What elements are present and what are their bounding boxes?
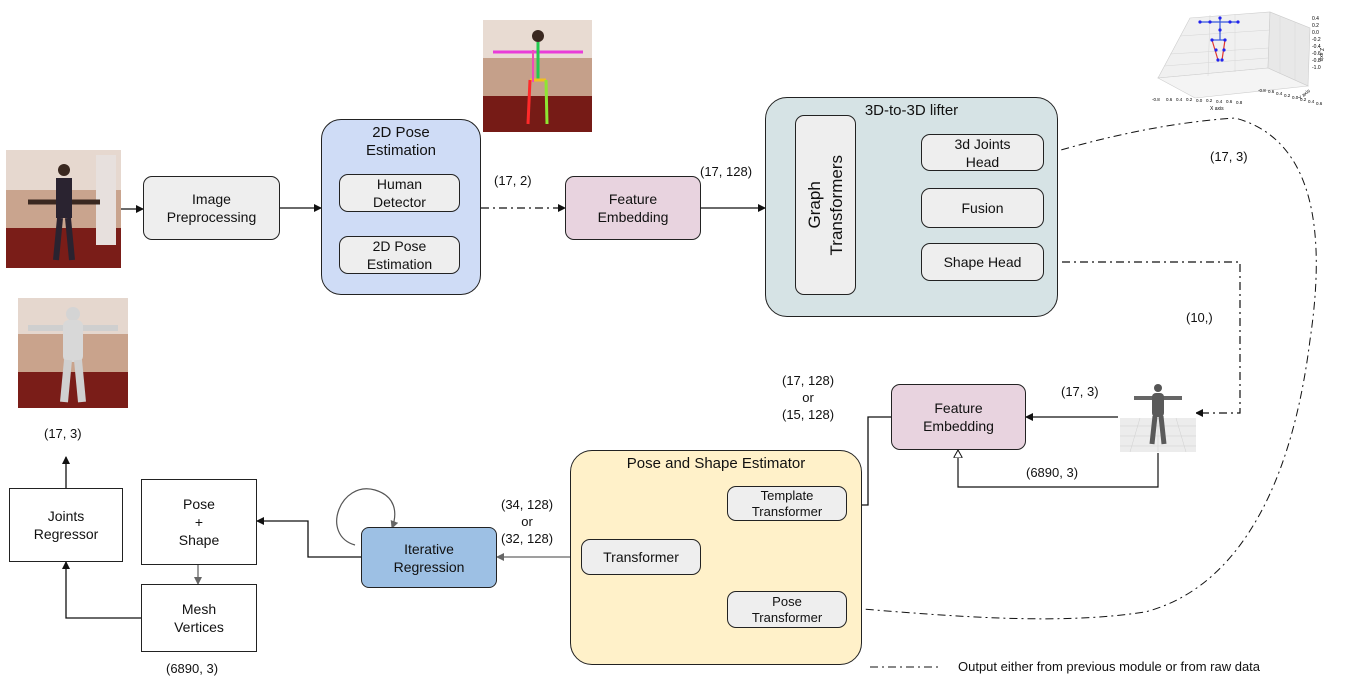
joints-head-box: 3d Joints Head — [921, 134, 1044, 171]
input-photo — [6, 150, 121, 268]
legend-dashdot-label: Output either from previous module or fr… — [958, 659, 1261, 674]
label-estimator-out: (34, 128) or (32, 128) — [501, 497, 554, 546]
plot-x-tick-2: 0.6 — [1166, 97, 1173, 102]
plot-x-tick-9: 0.8 — [1236, 100, 1243, 105]
pose-2d-box: 2D Pose Estimation — [339, 236, 460, 274]
plot-z-tick-6: -0.6 — [1312, 51, 1321, 57]
transformer-box: Transformer — [581, 539, 701, 575]
body-template-image — [1120, 380, 1196, 452]
joints-head-label: 3d Joints Head — [954, 135, 1011, 170]
edge-iterative-loop — [336, 488, 399, 546]
label-pose2d-out: (17, 2) — [494, 173, 532, 188]
label-template-joints: (17, 3) — [1061, 384, 1099, 399]
plot-x-tick-8: 0.6 — [1226, 99, 1233, 104]
iterative-regression-box: Iterative Regression — [361, 527, 497, 588]
label-embed-bottom-out: (17, 128) or (15, 128) — [782, 373, 835, 422]
label-embed-out: (17, 128) — [700, 164, 753, 179]
joints-regressor-label: Joints Regressor — [33, 508, 99, 542]
plot-z-tick-2: 0.2 — [1312, 23, 1319, 29]
label-final-joints: (17, 3) — [44, 426, 82, 441]
image-preprocessing-label: Image Preprocessing — [166, 191, 257, 225]
plot-x-tick-4: 0.2 — [1186, 97, 1193, 102]
pose-transformer-label: Pose Transformer — [751, 593, 823, 625]
edge-regression-to-pose — [256, 517, 361, 558]
pose-shape-box: Pose + Shape — [141, 479, 257, 565]
graph-transformers-label: Graph Transformers — [804, 154, 846, 256]
human-detector-label: Human Detector — [373, 176, 426, 210]
plot-y-tick-8: 0.6 — [1316, 101, 1323, 106]
plot-y-tick-6: 0.2 — [1300, 97, 1307, 102]
plot-x-tick-3: 0.4 — [1176, 97, 1183, 102]
lifter-group-title: 3D-to-3D lifter — [864, 102, 959, 119]
plot-y-tick-3: 0.4 — [1276, 91, 1283, 96]
plot-x-tick-1: -0.8 — [1152, 97, 1160, 102]
image-preprocessing-box: Image Preprocessing — [143, 176, 280, 240]
estimator-group-title: Pose and Shape Estimator — [626, 455, 806, 472]
label-final-mesh: (6890, 3) — [166, 661, 219, 676]
label-shape-out: (10,) — [1186, 310, 1213, 325]
feature-embedding-bottom-box: Feature Embedding — [891, 384, 1026, 450]
plot-x-tick-5: 0.0 — [1196, 98, 1203, 103]
edge-shape-output — [1044, 261, 1241, 417]
pose-estimation-group-title: 2D Pose Estimation — [365, 124, 437, 159]
pose-transformer-box: Pose Transformer — [727, 591, 847, 628]
plot-z-tick-1: 0.4 — [1312, 16, 1319, 22]
plot-z-tick-7: -0.8 — [1312, 58, 1321, 64]
plot-x-tick-7: 0.4 — [1216, 99, 1223, 104]
skeleton-3d-plot: 0.4 0.2 0.0 -0.2 -0.4 -0.6 -0.8 -1.0 X a… — [1150, 8, 1325, 113]
fusion-label: Fusion — [961, 200, 1004, 216]
shape-head-box: Shape Head — [921, 243, 1044, 281]
pose-shape-label: Pose + Shape — [178, 496, 220, 548]
edge-mesh-to-regressor — [62, 561, 141, 619]
feature-embedding-top-box: Feature Embedding — [565, 176, 701, 240]
plot-y-tick-5: 0.0 — [1292, 95, 1299, 100]
pose-2d-label: 2D Pose Estimation — [366, 238, 433, 272]
label-joints3d-out: (17, 3) — [1210, 149, 1248, 164]
feature-embedding-top-label: Feature Embedding — [597, 191, 669, 225]
plot-y-tick-2: 0.6 — [1268, 89, 1275, 94]
plot-y-tick-7: 0.4 — [1308, 99, 1315, 104]
mesh-vertices-label: Mesh Vertices — [174, 601, 224, 635]
mesh-vertices-box: Mesh Vertices — [141, 584, 257, 652]
iterative-regression-label: Iterative Regression — [393, 540, 465, 575]
plot-z-tick-5: -0.4 — [1312, 44, 1321, 50]
feature-embedding-bottom-label: Feature Embedding — [923, 400, 994, 434]
plot-y-tick-4: 0.2 — [1284, 93, 1291, 98]
human-detector-box: Human Detector — [339, 174, 460, 212]
plot-z-tick-8: -1.0 — [1312, 65, 1321, 71]
graph-transformers-box: Graph Transformers — [795, 115, 856, 295]
keypoints-photo — [483, 20, 592, 132]
output-mesh-photo — [18, 298, 128, 408]
plot-x-tick-6: 0.2 — [1206, 98, 1213, 103]
joints-regressor-box: Joints Regressor — [9, 488, 123, 562]
shape-head-label: Shape Head — [943, 254, 1022, 270]
plot-z-label: Z axis — [1318, 48, 1324, 62]
transformer-label: Transformer — [603, 549, 679, 565]
label-template-mesh: (6890, 3) — [1026, 465, 1079, 480]
plot-z-tick-3: 0.0 — [1312, 30, 1319, 36]
plot-x-label: X axis — [1210, 106, 1224, 112]
template-transformer-label: Template Transformer — [751, 487, 823, 519]
plot-z-tick-4: -0.2 — [1312, 37, 1321, 43]
edge-template-mesh — [958, 450, 1159, 488]
template-transformer-box: Template Transformer — [727, 486, 847, 521]
edge-joints-output — [850, 117, 1317, 620]
fusion-box: Fusion — [921, 188, 1044, 228]
plot-y-tick-1: -0.8 — [1258, 88, 1266, 93]
